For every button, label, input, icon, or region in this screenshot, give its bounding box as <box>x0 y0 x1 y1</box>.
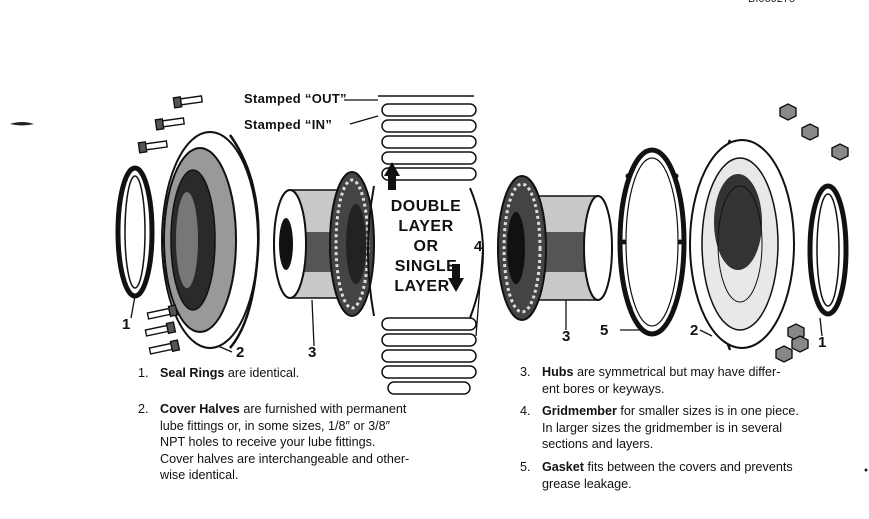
bolts-bottom-left <box>144 304 181 355</box>
description-cover-halves: 2. Cover Halves are furnished with perman… <box>138 401 458 484</box>
description-text: wise identical. <box>160 468 239 483</box>
gasket <box>617 147 687 337</box>
layer-arrows <box>384 162 464 292</box>
description-term: Hubs <box>542 365 574 379</box>
callout-seal-ring-left: 1 <box>122 316 131 333</box>
stamp-out-label: Stamped “OUT” <box>244 91 347 106</box>
description-number: 4. <box>520 404 531 418</box>
description-text: Cover halves are interchangeable and oth… <box>160 451 410 466</box>
seal-ring-left <box>115 165 155 299</box>
description-text: fits between the covers and prevents <box>587 460 793 474</box>
description-gridmember: 4. Gridmember for smaller sizes is in one… <box>520 403 840 453</box>
description-text: grease leakage. <box>542 476 632 491</box>
cover-half-left <box>161 131 260 349</box>
description-text: lube fittings or, in some sizes, 1/8″ or… <box>160 418 391 433</box>
description-gasket: 5. Gasket fits between the covers and pre… <box>520 459 840 492</box>
stamp-in-label: Stamped “IN” <box>244 117 333 132</box>
leader-lines <box>130 99 823 353</box>
layer-label-line-2: LAYER <box>398 218 454 235</box>
description-text: are symmetrical but may have differ- <box>576 365 781 379</box>
description-number: 2. <box>138 402 149 416</box>
description-text: NPT holes to receive your lube fittings. <box>160 435 376 450</box>
description-text: are identical. <box>227 366 300 380</box>
hub-left <box>273 171 375 317</box>
callout-gasket: 5 <box>600 322 609 339</box>
callout-cover-half-left: 2 <box>236 344 245 361</box>
edge-mark <box>10 122 34 126</box>
description-text: In larger sizes the gridmember is in sev… <box>542 420 783 435</box>
callout-gridmember: 4 <box>474 238 483 255</box>
document-id: BI060275 <box>748 0 795 5</box>
callout-hub-right: 3 <box>562 328 571 345</box>
bolts-top-left <box>137 95 203 154</box>
description-number: 1. <box>138 366 149 380</box>
nuts-bottom-right <box>775 323 809 363</box>
description-text: for smaller sizes is in one piece. <box>620 404 799 418</box>
description-hubs: 3. Hubs are symmetrical but may have diff… <box>520 364 840 397</box>
layer-label-line-3: OR <box>413 238 439 255</box>
layer-label-line-5: LAYER <box>394 278 450 295</box>
description-term: Gridmember <box>542 404 617 418</box>
description-seal-rings: 1. Seal Rings are identical. <box>138 365 458 382</box>
layer-label-line-1: DOUBLE <box>390 198 462 215</box>
description-term: Gasket <box>542 460 585 474</box>
description-term: Cover Halves <box>160 402 240 416</box>
hub-right <box>497 175 613 321</box>
nuts-top-right <box>779 103 849 161</box>
callout-hub-left: 3 <box>308 344 317 361</box>
description-text: sections and layers. <box>542 437 654 452</box>
cover-half-right <box>689 139 795 351</box>
description-text: ent bores or keyways. <box>542 381 665 396</box>
edge-dot <box>864 468 868 472</box>
description-number: 3. <box>520 365 531 379</box>
layer-label-line-4: SINGLE <box>394 258 458 275</box>
callout-seal-ring-right: 1 <box>818 334 827 351</box>
seal-ring-right <box>807 183 849 317</box>
description-term: Seal Rings <box>160 366 225 380</box>
description-number: 5. <box>520 460 531 474</box>
description-text: are furnished with permanent <box>243 402 407 416</box>
callout-cover-half-right: 2 <box>690 322 699 339</box>
gridmember <box>367 95 484 395</box>
